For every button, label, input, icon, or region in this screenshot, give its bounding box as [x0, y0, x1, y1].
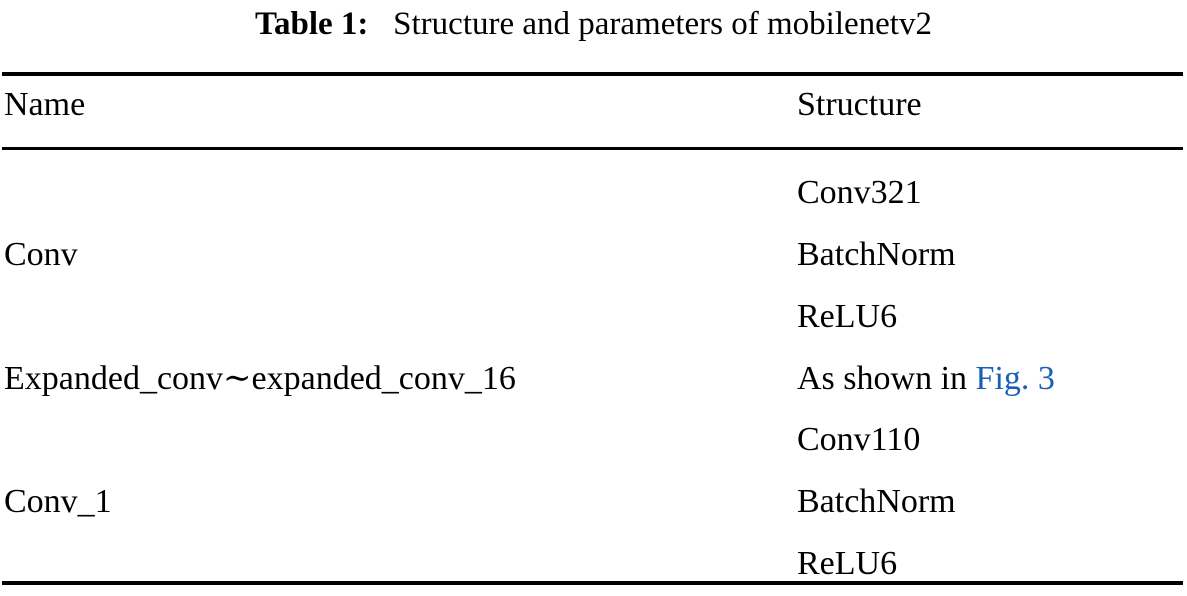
table-row: Expanded_conv∼expanded_conv_16 As shown … — [2, 350, 1183, 412]
row-structure-expanded-conv: As shown in Fig. 3 — [797, 350, 1055, 408]
column-header-structure: Structure — [797, 86, 922, 123]
structure-line: Conv110 — [797, 421, 921, 458]
row-name-expanded-conv: Expanded_conv∼expanded_conv_16 — [4, 360, 516, 397]
row-structure-conv-1: Conv110 BatchNorm ReLU6 — [797, 409, 956, 595]
row-name-conv-1: Conv_1 — [4, 483, 112, 520]
structure-line: BatchNorm — [797, 483, 956, 520]
table-row: Conv_1 Conv110 BatchNorm ReLU6 — [2, 409, 1183, 595]
table-header-row: Name Structure — [2, 78, 1183, 140]
caption-text: Structure and parameters of mobilenetv2 — [393, 6, 932, 42]
structure-line: Conv321 — [797, 174, 922, 211]
caption-label: Table 1: — [255, 6, 369, 42]
structure-line: ReLU6 — [797, 298, 898, 335]
table-row: Conv Conv321 BatchNorm ReLU6 — [2, 162, 1183, 348]
row-structure-conv: Conv321 BatchNorm ReLU6 — [797, 162, 956, 348]
column-header-name: Name — [4, 86, 86, 123]
structure-line: ReLU6 — [797, 545, 898, 582]
structure-line: BatchNorm — [797, 236, 956, 273]
table-top-rule — [2, 72, 1183, 76]
table-caption: Table 1: Structure and parameters of mob… — [0, 4, 1187, 44]
structure-text-prefix: As shown in — [797, 360, 976, 397]
table-header-rule — [2, 147, 1183, 150]
row-name-conv: Conv — [4, 236, 78, 273]
figure-reference-link[interactable]: Fig. 3 — [975, 360, 1055, 397]
table-bottom-rule — [2, 581, 1183, 585]
